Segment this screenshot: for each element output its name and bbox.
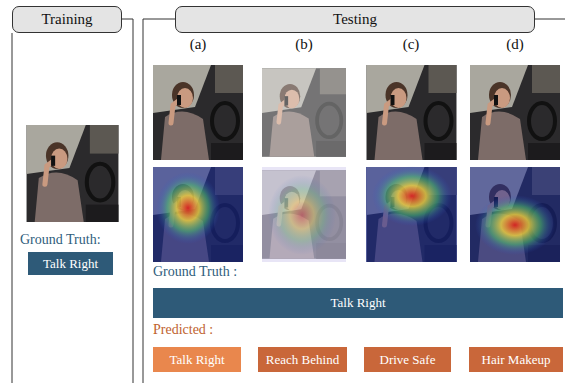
column-label: (a) <box>190 36 207 53</box>
node-text: Testing <box>333 11 377 28</box>
prediction-box: Drive Safe <box>364 347 451 372</box>
node-text: Reach Behind <box>266 352 339 368</box>
prediction-box: Reach Behind <box>258 347 347 372</box>
column-label: (d) <box>506 36 524 53</box>
heatmaps <box>153 166 560 262</box>
caption-label: Ground Truth : <box>153 264 237 280</box>
panel-frame <box>12 19 565 383</box>
section-tab: Training <box>12 6 122 33</box>
node-text: Talk Right <box>169 352 224 368</box>
node-text: Talk Right <box>330 295 385 311</box>
label-box: Talk Right <box>28 252 113 275</box>
test-photos <box>153 65 560 160</box>
prediction-box: Hair Makeup <box>469 347 563 372</box>
node-text: Talk Right <box>43 256 98 272</box>
column-label: (b) <box>295 36 313 53</box>
caption-label: Ground Truth: <box>20 232 101 248</box>
column-label: (c) <box>403 36 420 53</box>
prediction-box: Talk Right <box>153 347 241 372</box>
training-photo <box>27 125 119 222</box>
node-text: Hair Makeup <box>482 352 551 368</box>
caption-label: Predicted : <box>153 322 213 338</box>
node-text: Training <box>41 11 92 28</box>
section-tab: Testing <box>175 6 535 33</box>
node-text: Drive Safe <box>380 352 436 368</box>
label-bar: Talk Right <box>153 288 563 318</box>
